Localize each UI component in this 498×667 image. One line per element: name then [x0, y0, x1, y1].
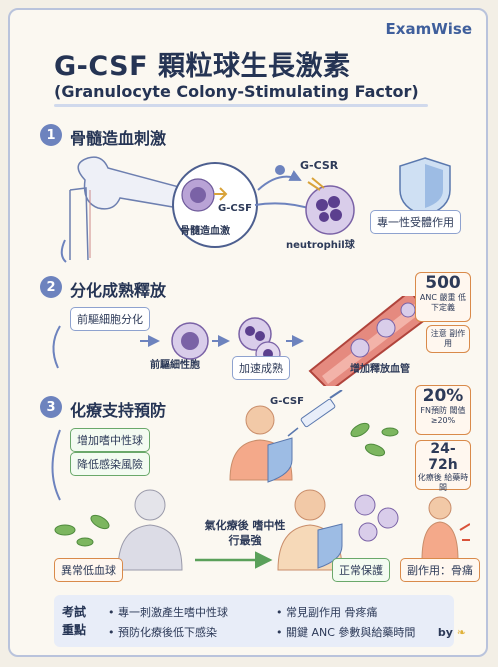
- section-2-title: 分化成熟釋放: [70, 281, 167, 300]
- section-2-number: 2: [40, 276, 62, 298]
- normal-protect-box: 正常保護: [332, 558, 390, 582]
- title-underline: [54, 104, 428, 107]
- shield-icon: [399, 157, 451, 217]
- brand-logo: ExamWise: [385, 20, 472, 38]
- keypoints-label-1: 考試: [62, 605, 87, 619]
- exam-keypoints-panel: 考試 重點 • 專一刺激產生嗜中性球 • 常見副作用 骨疼痛 • 預防化療後低下…: [54, 595, 454, 647]
- keypoint-2: • 常見副作用 骨疼痛: [276, 606, 378, 619]
- bone-pain-figure: [421, 496, 470, 561]
- after-chemo-label: 氣化療後 嗜中性行最強: [204, 519, 286, 547]
- section-2-illustration: [52, 296, 430, 386]
- marrow-label: 骨髓造血激: [180, 226, 230, 237]
- timing-stat-caption: 化療後 給藥時間: [417, 473, 469, 492]
- leaf-icon: ❧: [456, 626, 466, 639]
- section-3-title: 化療支持預防: [70, 401, 167, 420]
- infographic-card: ExamWise G-CSF 顆粒球生長激素 (Granulocyte Colo…: [8, 8, 488, 657]
- precursor-cell-label: 前驅細性胞: [150, 360, 200, 371]
- increase-box: 增加嗜中性球: [70, 428, 150, 452]
- precursor-box: 前驅細胞分化: [70, 307, 150, 331]
- patient-upper: [229, 405, 293, 483]
- author-credit: by ❧: [437, 626, 466, 639]
- healthy-neutrophils: [354, 494, 399, 542]
- reduce-risk-box: 降低感染風險: [70, 452, 150, 476]
- bacteria-icons: [54, 422, 399, 547]
- fn-stat: 20% FN預防 閾值≥20%: [415, 385, 471, 435]
- side-effect-box: 副作用：骨痛: [400, 558, 480, 582]
- section-3-illustration: [51, 390, 470, 571]
- keypoint-4: • 關鍵 ANC 參數與給藥時間: [276, 626, 416, 639]
- side-effect-note: 注意 副作用: [426, 325, 470, 353]
- blood-vessel: [308, 296, 430, 386]
- fn-stat-caption: FN預防 閾值≥20%: [420, 406, 466, 425]
- keypoint-3: • 預防化療後低下感染: [108, 626, 217, 639]
- syringe-icon: [287, 390, 343, 437]
- section-1-title: 骨髓造血刺激: [70, 129, 167, 148]
- neutrophil-cell: [305, 177, 355, 235]
- gcsf-label: G-CSF: [218, 203, 252, 214]
- gcsf-injection-label: G-CSF: [270, 396, 304, 407]
- page-title: G-CSF 顆粒球生長激素: [54, 51, 351, 82]
- anc-stat-value: 500: [425, 273, 461, 293]
- fn-stat-value: 20%: [422, 386, 464, 406]
- keypoint-1: • 專一刺激產生嗜中性球: [108, 606, 228, 619]
- keypoints-label-2: 重點: [62, 623, 87, 637]
- page-subtitle: (Granulocyte Colony-Stimulating Factor): [54, 82, 419, 101]
- anc-stat: 500 ANC 嚴重 低下定義: [415, 272, 471, 322]
- receptor-box: 專一性受體作用: [370, 210, 461, 234]
- release-label: 增加釋放血管: [350, 364, 410, 375]
- mature-box: 加速成熟: [232, 356, 290, 380]
- section-1-number: 1: [40, 124, 62, 146]
- timing-stat-value: 24-72h: [428, 441, 458, 473]
- patient-sick: [117, 489, 183, 571]
- abnormal-low-box: 異常低血球: [54, 558, 123, 582]
- timing-stat: 24-72h 化療後 給藥時間: [415, 440, 471, 492]
- anc-stat-caption: ANC 嚴重 低下定義: [419, 293, 467, 312]
- gcsr-label: G-CSR: [300, 159, 339, 172]
- patient-healthy: [277, 489, 343, 571]
- neutrophil-label: neutrophil球: [286, 240, 355, 251]
- section-3-number: 3: [40, 396, 62, 418]
- section-1-illustration: [60, 156, 451, 263]
- marrow-magnifier: [172, 162, 258, 248]
